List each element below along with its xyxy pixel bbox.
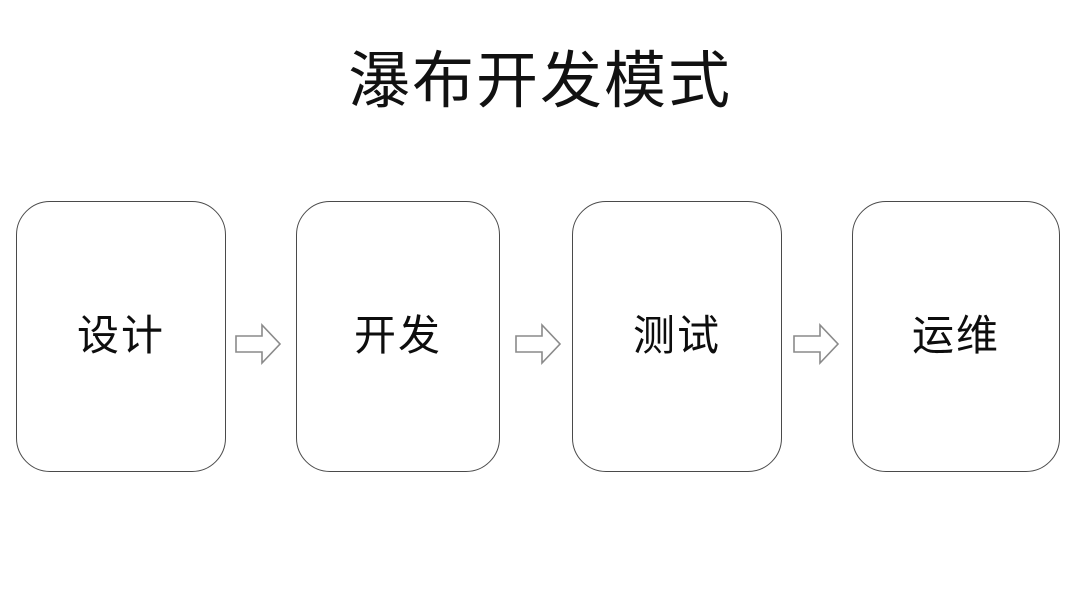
stage-label-testing: 测试 xyxy=(632,313,721,360)
right-arrow-icon xyxy=(792,322,840,366)
stage-label-development: 开发 xyxy=(353,313,442,360)
page-title: 瀑布开发模式 xyxy=(347,48,732,116)
stage-box-testing[interactable]: 测试 xyxy=(572,201,782,472)
stage-label-operations: 运维 xyxy=(911,313,1000,360)
right-arrow-icon xyxy=(234,322,282,366)
stage-box-design[interactable]: 设计 xyxy=(16,201,226,472)
stage-box-development[interactable]: 开发 xyxy=(296,201,500,472)
stage-label-design: 设计 xyxy=(76,313,165,360)
right-arrow-icon xyxy=(514,322,562,366)
stage-box-operations[interactable]: 运维 xyxy=(852,201,1060,472)
